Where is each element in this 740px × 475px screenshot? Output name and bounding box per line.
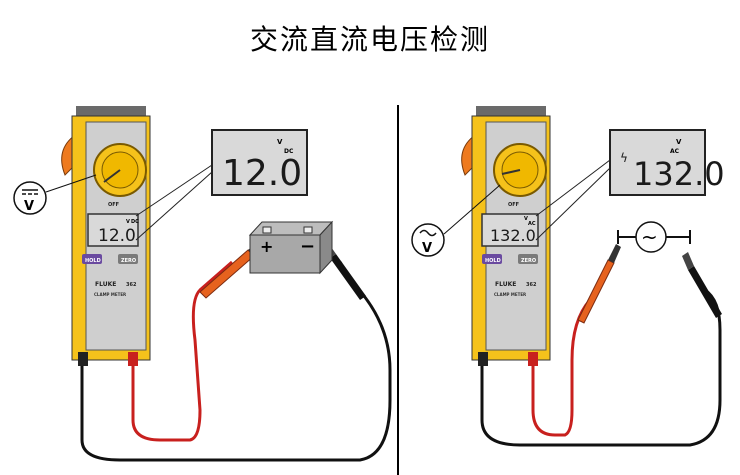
meter-model: 362 — [126, 282, 137, 288]
dc-volts-callout: V — [13, 174, 97, 215]
meter-brand: FLUKE — [95, 281, 116, 288]
zoom-mode: DC — [284, 148, 294, 155]
zero-button[interactable] — [118, 254, 138, 264]
zero-button-label: ZERO — [121, 258, 136, 264]
ac-source: ~ — [617, 221, 691, 253]
meter-lcd-right — [481, 213, 539, 247]
meter-subtitle-right: CLAMP METER — [494, 292, 526, 297]
meter-mode-right: AC — [528, 221, 536, 227]
ac-volts-symbol: V — [422, 241, 432, 256]
meter-subtitle: CLAMP METER — [94, 292, 126, 297]
hold-button-label-right: HOLD — [485, 258, 501, 264]
meter-reading-right: 132.0 — [490, 226, 536, 245]
dial-off-label: OFF — [108, 202, 119, 208]
ac-source-symbol: ~ — [641, 225, 658, 249]
zoom-unit-right: V — [676, 138, 682, 146]
zoom-reading-right: 132.0 — [633, 155, 725, 193]
clamp-meter-left: OFF 12.0 V DC HOLD ZERO FLUKE 362 CLAMP … — [61, 106, 151, 366]
zoom-reading: 12.0 — [222, 153, 302, 194]
meter-unit: V — [126, 219, 130, 225]
red-test-lead — [131, 260, 233, 442]
meter-lcd — [87, 213, 139, 247]
dial-off-label-right: OFF — [508, 202, 519, 208]
hold-button-label: HOLD — [85, 258, 101, 264]
clamp-meter-right: OFF 132.0 V AC HOLD ZERO FLUKE 362 CLAMP… — [461, 106, 551, 366]
zoom-unit: V — [277, 138, 283, 146]
dc-volts-symbol: V — [24, 199, 34, 214]
black-probe-right — [682, 252, 722, 318]
right-panel: ~ OFF 132.0 V AC HOLD ZERO — [411, 106, 725, 447]
zoom-display-right: ϟ 132.0 V AC — [535, 129, 725, 241]
zero-button-label-right: ZERO — [521, 258, 536, 264]
hold-button[interactable] — [82, 254, 102, 264]
meter-reading: 12.0 — [98, 226, 136, 246]
page-title: 交流直流电压检测 — [249, 23, 490, 56]
battery-plus: + — [260, 237, 273, 256]
battery: + − — [248, 220, 334, 275]
meter-brand-right: FLUKE — [495, 281, 516, 288]
meter-unit-right: V — [524, 216, 528, 222]
battery-minus: − — [300, 236, 315, 257]
black-test-lead — [80, 261, 392, 462]
red-probe-right — [577, 244, 621, 324]
zoom-display-left: 12.0 V DC — [135, 129, 308, 241]
left-panel: + − OFF 12.0 V — [13, 106, 392, 462]
zoom-hazard: ϟ — [620, 151, 628, 165]
meter-mode: DC — [131, 219, 139, 225]
ac-volts-callout: V — [411, 184, 501, 257]
hold-button-right[interactable] — [482, 254, 502, 264]
zoom-mode-right: AC — [670, 148, 680, 155]
meter-model-right: 362 — [526, 282, 537, 288]
red-test-lead-right — [531, 298, 592, 437]
zero-button-right[interactable] — [518, 254, 538, 264]
